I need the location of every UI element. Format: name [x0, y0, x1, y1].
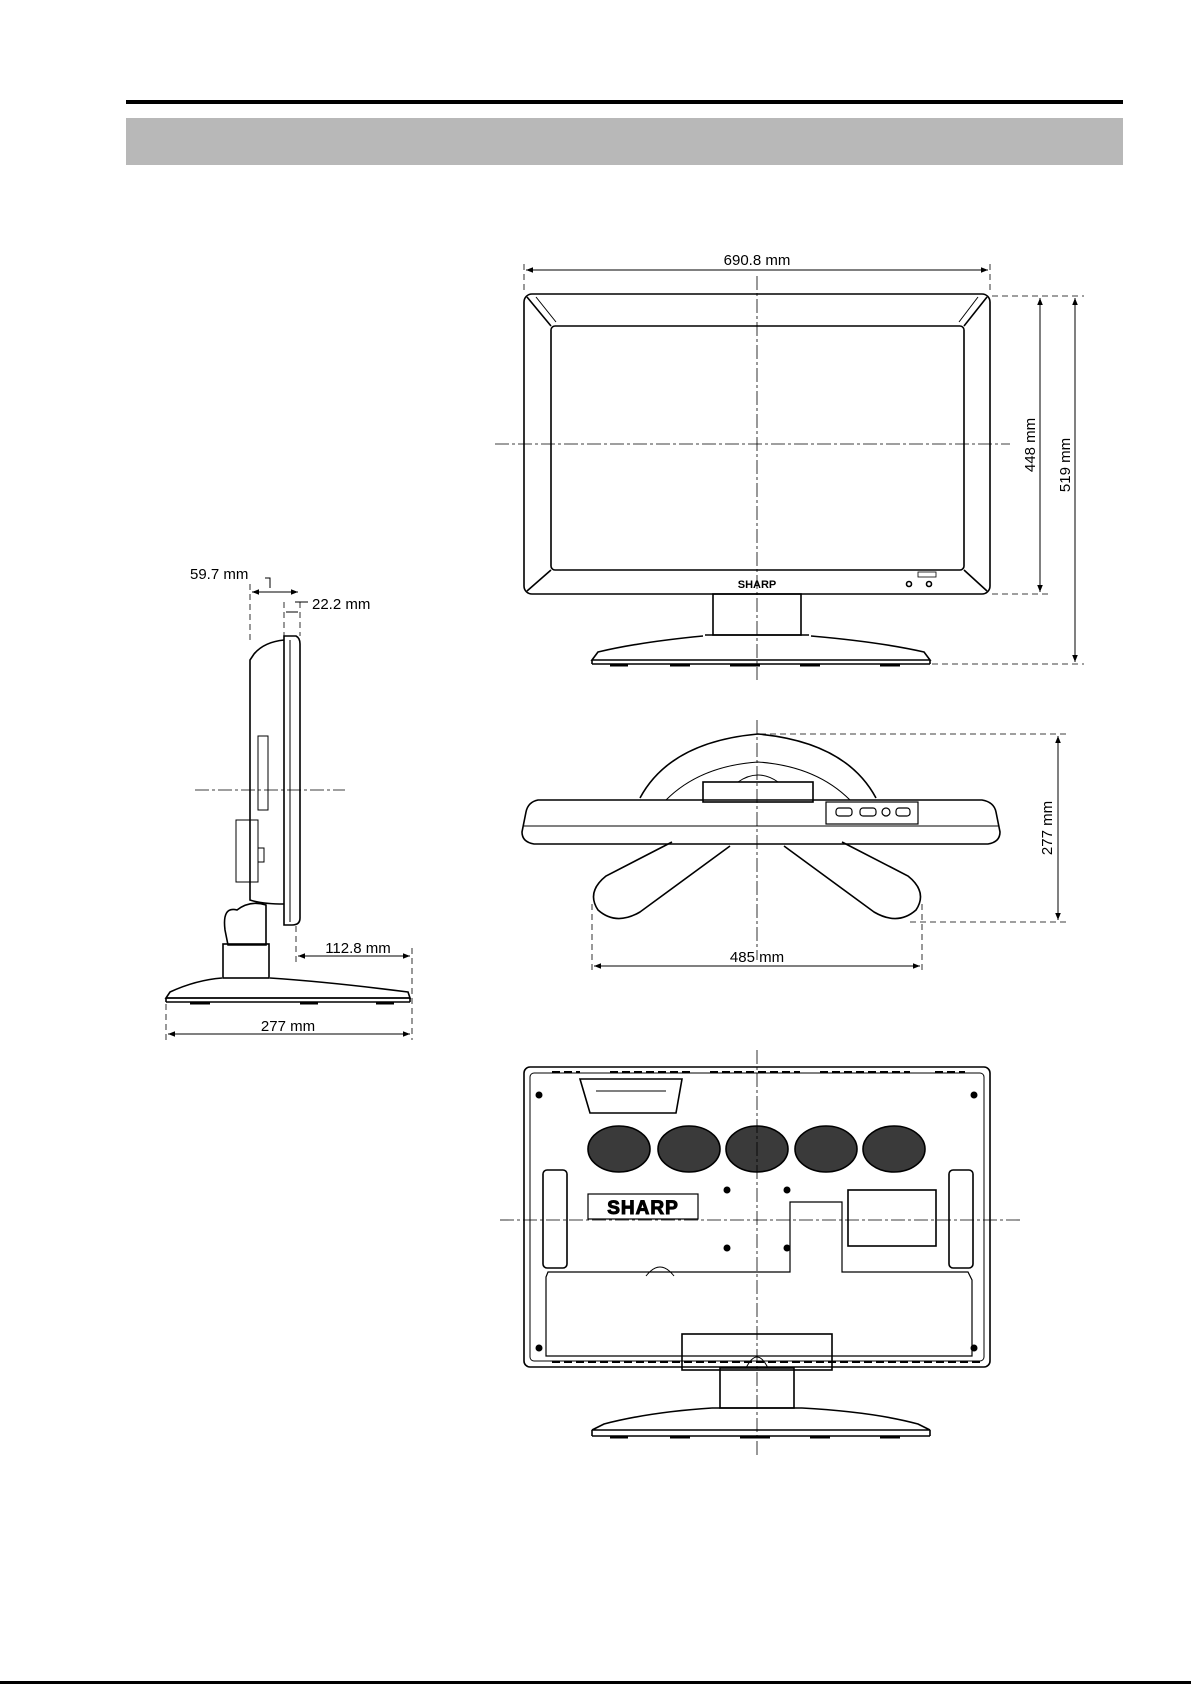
rear-view	[500, 1050, 1020, 1455]
speaker-grille	[658, 1126, 720, 1172]
speaker-grille	[588, 1126, 650, 1172]
front-screen	[551, 326, 964, 570]
rear-side-handle-right	[949, 1170, 973, 1268]
top-stand-leg-left	[594, 842, 731, 919]
top-stand-neck	[703, 782, 813, 802]
top-stand-leg-right	[784, 842, 921, 919]
rear-speaker-grilles	[588, 1126, 925, 1172]
side-depth-top-label: 59.7 mm	[190, 566, 248, 583]
top-panel-body	[522, 800, 1000, 844]
side-front-overhang-label: 112.8 mm	[325, 940, 391, 957]
top-stand-wing-back	[640, 734, 876, 798]
front-screen-height-label: 448 mm	[1022, 418, 1039, 472]
side-rear-housing	[250, 640, 284, 904]
bottom-rule	[0, 1681, 1191, 1684]
rear-side-handle-left	[543, 1170, 567, 1268]
front-stand-base	[592, 636, 930, 660]
side-panel	[284, 636, 300, 925]
front-width-label: 690.8 mm	[724, 252, 791, 269]
side-stand-base	[166, 978, 410, 998]
speaker-grille	[795, 1126, 857, 1172]
front-brand-logo: SHARP	[738, 579, 777, 591]
top-base-width-label: 485 mm	[730, 949, 784, 966]
top-control-buttons	[826, 802, 918, 824]
speaker-grille	[863, 1126, 925, 1172]
front-view	[495, 264, 1084, 680]
rear-handle-recess	[580, 1079, 682, 1113]
front-total-height-label: 519 mm	[1057, 438, 1074, 492]
side-view	[166, 578, 412, 1040]
rear-label-plate	[848, 1190, 936, 1246]
side-panel-depth-label: 22.2 mm	[312, 596, 370, 613]
side-base-depth-label: 277 mm	[261, 1018, 315, 1035]
top-base-depth-label: 277 mm	[1039, 801, 1056, 855]
rear-stand-base	[592, 1408, 930, 1430]
rear-brand-logo: SHARP	[607, 1198, 679, 1219]
side-stand-neck	[225, 903, 267, 945]
top-view	[522, 720, 1066, 972]
